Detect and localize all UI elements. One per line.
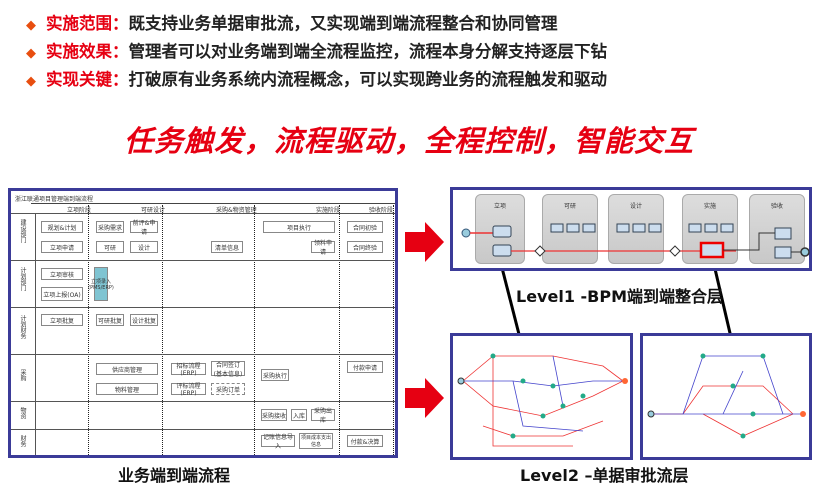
- process-box: 项目成本支出信息: [299, 433, 333, 449]
- red-arrow-icon: [405, 378, 444, 418]
- diamond-icon: ◆: [26, 74, 36, 89]
- process-box: 采购接收: [261, 409, 287, 421]
- level2-approval-flow-2: [640, 333, 812, 460]
- phase-label: 采购&物资管理: [216, 207, 257, 214]
- tagline: 任务触发，流程驱动，全程控制，智能交互: [123, 124, 694, 158]
- lane-label: 计划财务: [19, 315, 26, 339]
- process-box: 立项申请: [41, 241, 83, 253]
- process-box: 招标流程(ERP): [171, 363, 206, 377]
- process-box: 采购出库: [311, 408, 335, 424]
- process-box: 入库: [291, 409, 307, 421]
- process-box: 合同终验: [347, 241, 383, 253]
- process-box: 前评&申请: [130, 220, 158, 236]
- level1-caption: Level1 -BPM端到端整合层: [516, 287, 724, 306]
- bullet-scope: ◆ 实施范围：既支持业务单据审批流，又实现端到端流程整合和协同管理: [26, 10, 558, 34]
- process-box: 可研批复: [96, 314, 124, 326]
- bullet-key: 实现关键：: [46, 70, 129, 89]
- process-box: 采购订单: [211, 383, 245, 395]
- process-box: 供应商管理: [96, 363, 158, 375]
- process-box: 采购需求: [96, 221, 124, 233]
- process-box: 物料管理: [96, 383, 158, 395]
- lane-label: 建设部门: [19, 219, 26, 243]
- bullet-key-point: ◆ 实现关键：打破原有业务系统内流程概念，可以实现跨业务的流程触发和驱动: [26, 66, 607, 90]
- bullet-text: 管理者可以对业务端到端全流程监控，流程本身分解支持逐层下钻: [128, 42, 608, 61]
- process-box: 立项录入(PMS/ERP): [88, 267, 114, 301]
- lane-label: 采购: [19, 369, 26, 381]
- bullet-key: 实施范围：: [46, 14, 129, 33]
- process-box: 立项审核: [41, 268, 83, 280]
- process-box: 领料申请: [311, 240, 335, 256]
- process-box: 立项上报(OA): [41, 287, 83, 301]
- process-box: 规划&计划: [41, 221, 83, 233]
- end-to-end-process-diagram: 浙江联通项目管理端到端流程 立项阶段 可研设计 采购&物资管理 实施阶段 验收阶…: [8, 188, 398, 458]
- process-box: 记账信息导入: [261, 434, 295, 450]
- phase-label: 可研设计: [141, 207, 166, 214]
- drilldown-line: [497, 255, 524, 347]
- lane-label: 计划部门: [19, 267, 26, 291]
- bullet-text: 既支持业务单据审批流，又实现端到端流程整合和协同管理: [128, 14, 558, 33]
- level2-approval-flow-1: [450, 333, 633, 460]
- process-box: 合同签订(基本信息): [211, 361, 245, 378]
- phase-label: 实施阶段: [316, 207, 341, 214]
- bullet-effect: ◆ 实施效果：管理者可以对业务端到端全流程监控，流程本身分解支持逐层下钻: [26, 38, 607, 62]
- process-box: 立项批复: [41, 314, 83, 326]
- process-box: 合同初验: [347, 221, 383, 233]
- diamond-icon: ◆: [26, 18, 36, 33]
- process-box: 付款&决算: [347, 435, 383, 447]
- diagram-title: 浙江联通项目管理端到端流程: [15, 196, 94, 203]
- red-arrow-icon: [405, 222, 444, 262]
- diamond-icon: ◆: [26, 46, 36, 61]
- process-box: 可研: [96, 241, 124, 253]
- process-box: 付款申请: [347, 361, 383, 373]
- left-caption: 业务端到端流程: [118, 466, 231, 485]
- bullet-key: 实施效果：: [46, 42, 129, 61]
- lane-label: 财务: [19, 435, 26, 447]
- lane-label: 物资: [19, 407, 26, 419]
- process-box: 评标流程(ERP): [171, 383, 206, 397]
- phase-label: 立项阶段: [67, 207, 92, 214]
- phase-label: 验收阶段: [369, 207, 394, 214]
- level1-bpm-diagram: 立项 可研 设计 实施 验收: [450, 187, 812, 271]
- process-box: 设计批复: [130, 314, 158, 326]
- process-box: 设计: [130, 241, 158, 253]
- process-box: 清单信息: [211, 241, 243, 253]
- level2-caption: Level2 –单据审批流层: [520, 466, 689, 485]
- process-box: 采购执行: [261, 369, 289, 381]
- drilldown-line: [710, 255, 735, 347]
- bullet-text: 打破原有业务系统内流程概念，可以实现跨业务的流程触发和驱动: [128, 70, 608, 89]
- process-box: 项目执行: [263, 221, 335, 233]
